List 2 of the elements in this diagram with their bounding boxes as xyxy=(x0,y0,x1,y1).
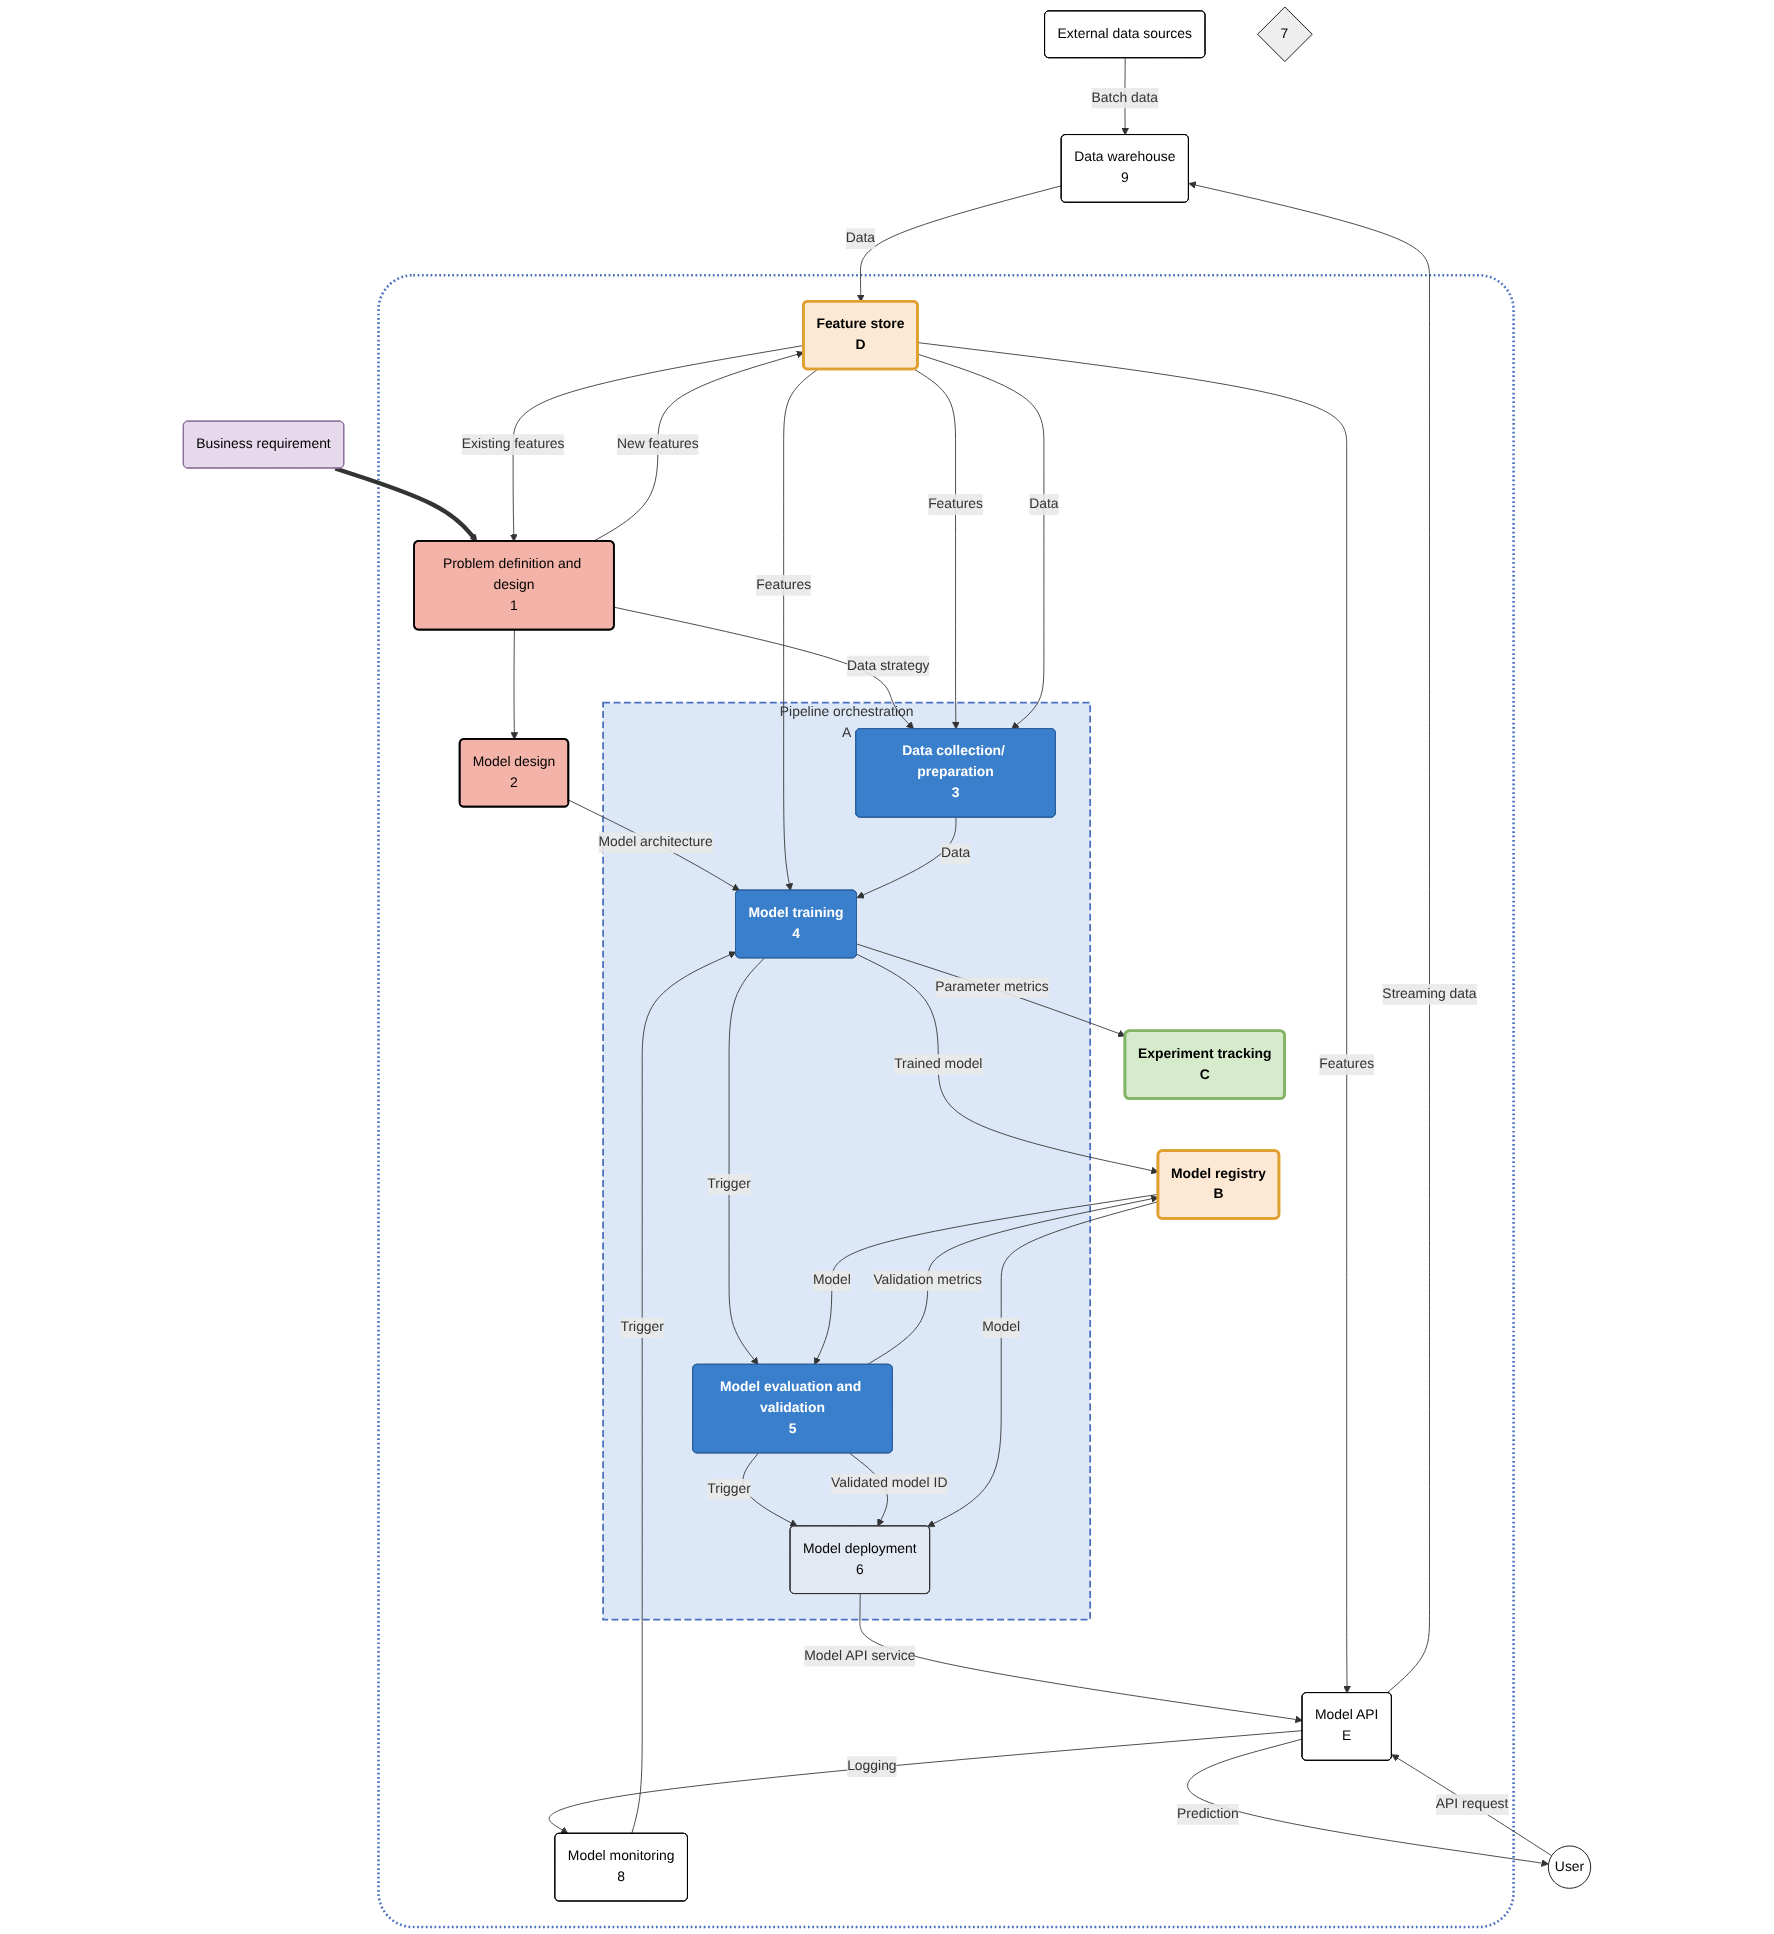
arrow xyxy=(334,466,478,542)
cluster xyxy=(377,273,1515,1929)
